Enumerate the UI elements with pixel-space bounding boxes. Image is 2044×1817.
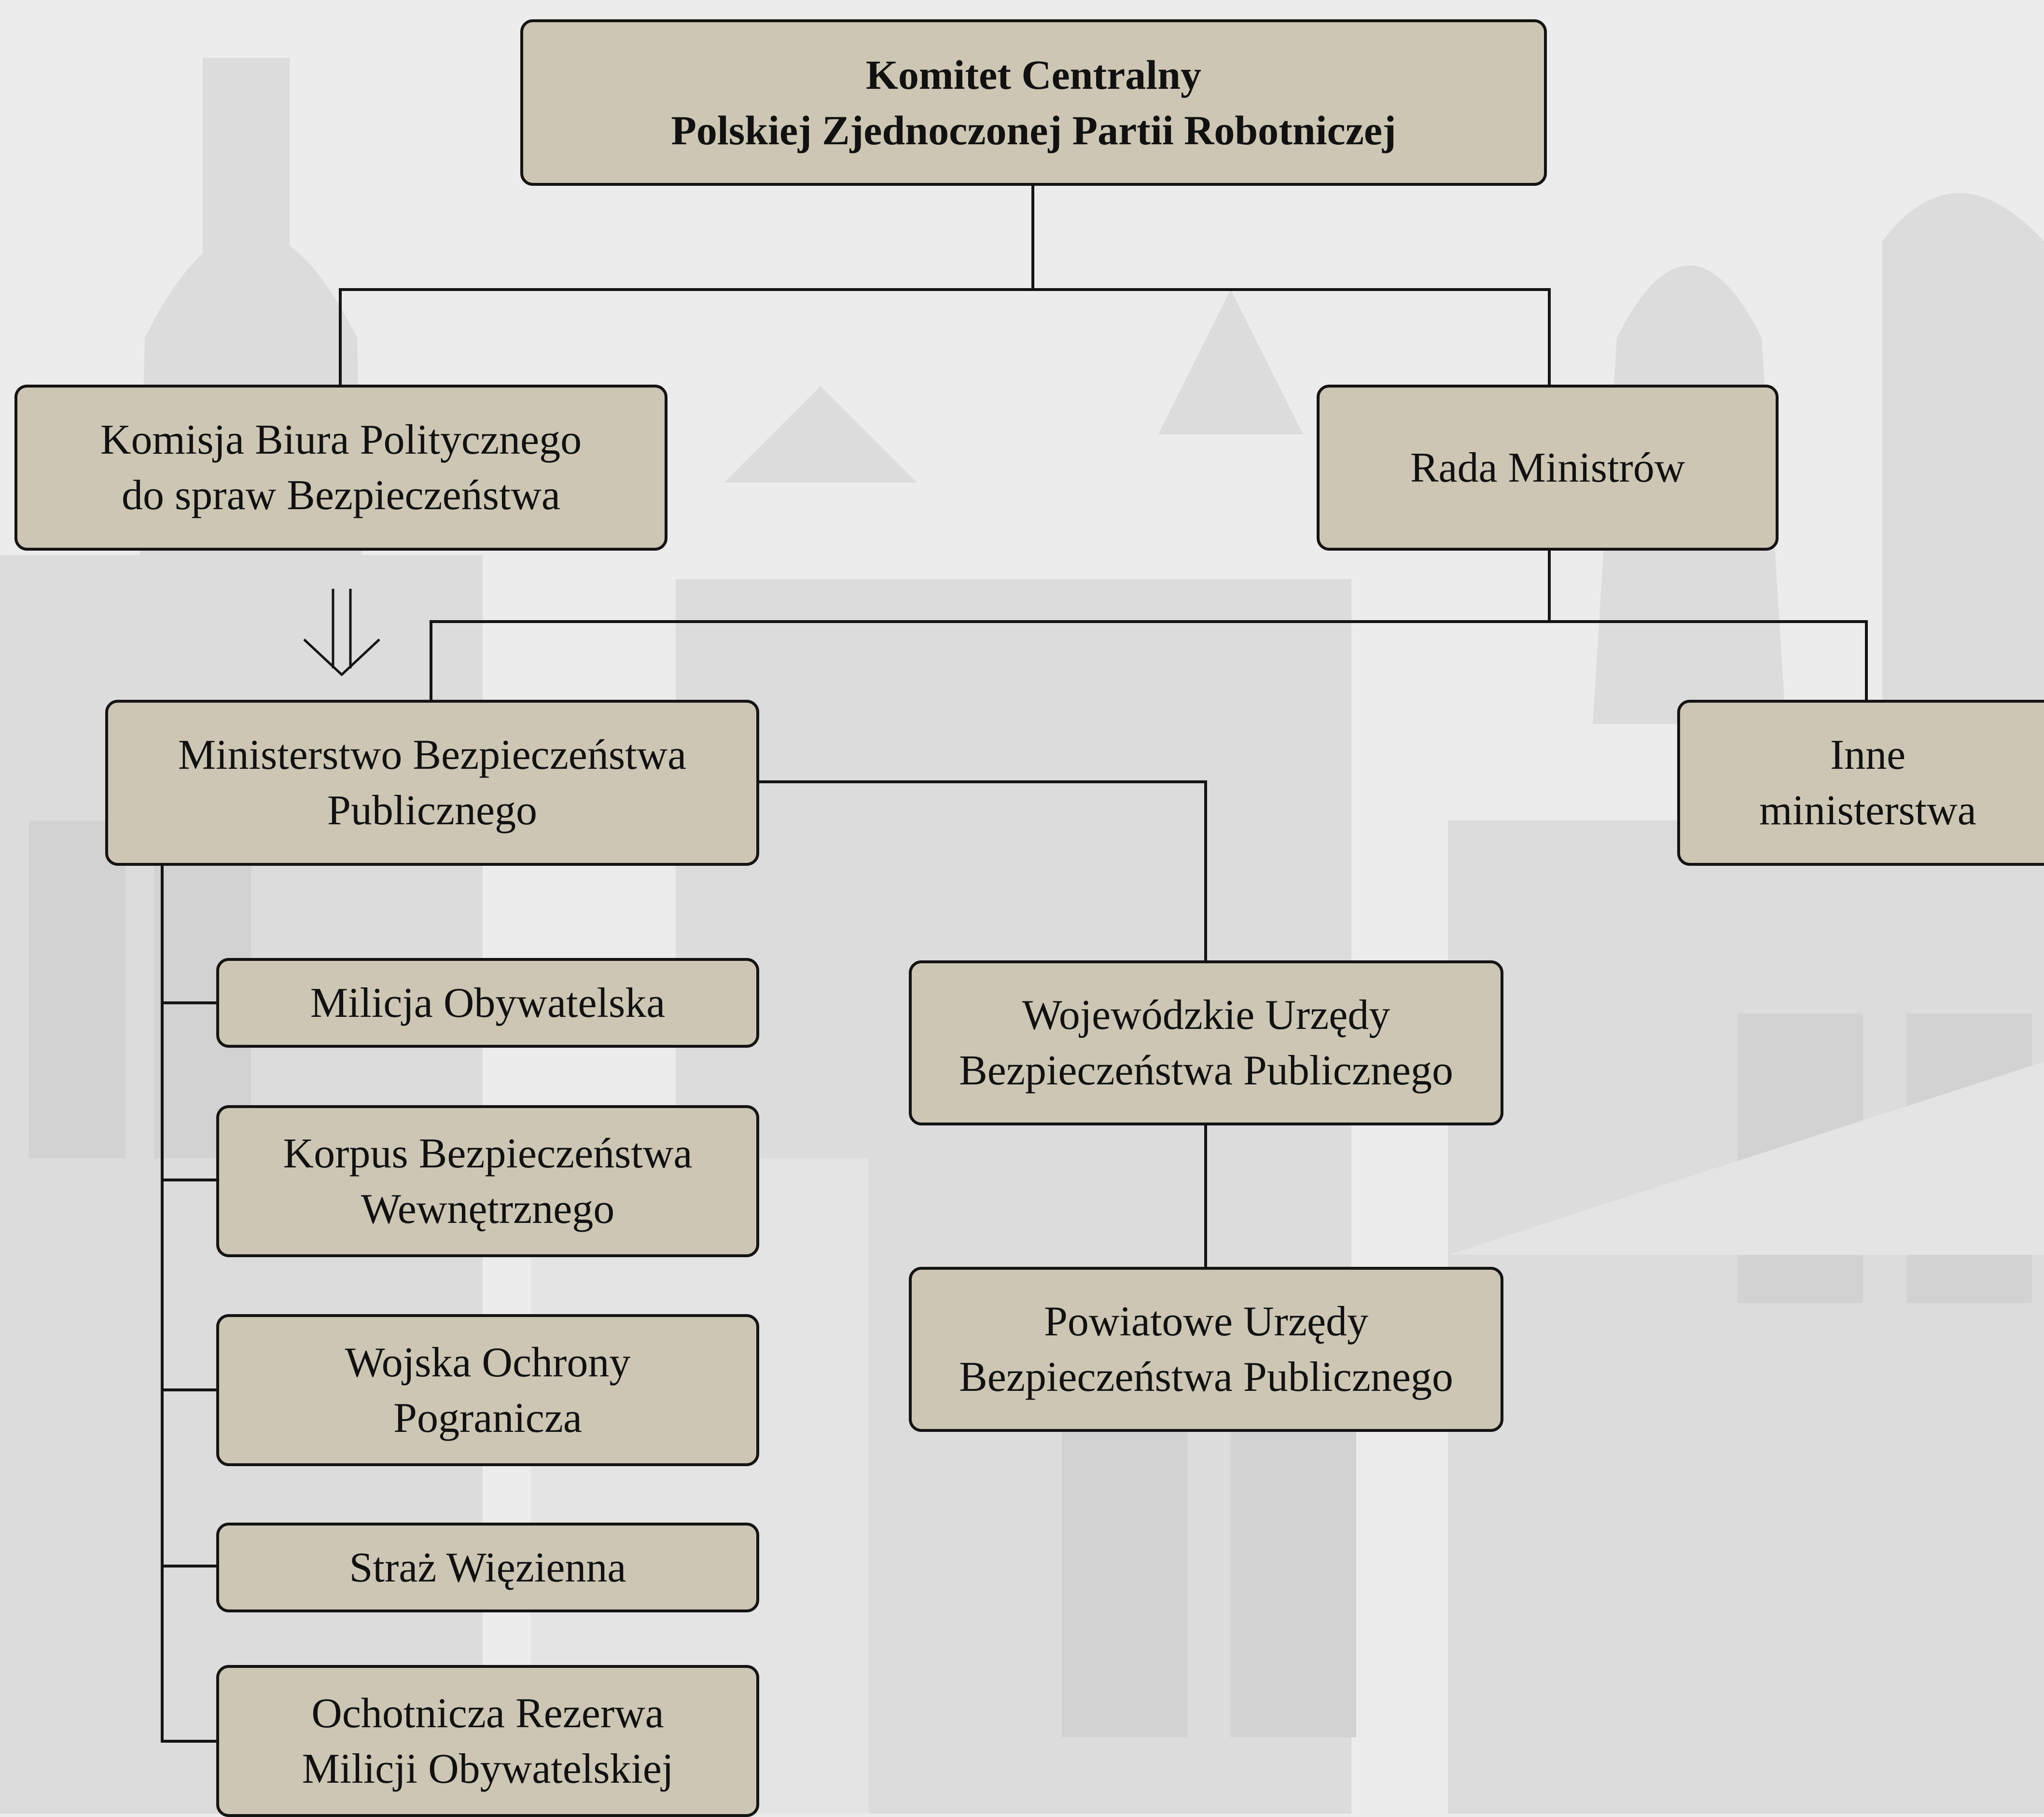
node-label-line: Polskiej Zjednoczonej Partii Robotniczej xyxy=(671,107,1396,153)
node-label-line: Publicznego xyxy=(327,787,537,834)
node-label-line: Ministerstwo Bezpieczeństwa xyxy=(178,732,687,778)
node-label-line: do spraw Bezpieczeństwa xyxy=(122,472,560,519)
node-label-line: Milicja Obywatelska xyxy=(310,979,666,1026)
node-label-line: Pogranicza xyxy=(393,1394,582,1442)
node-label-line: ministerstwa xyxy=(1759,787,1976,834)
node-label-line: Wewnętrznego xyxy=(361,1185,615,1233)
double-arrow-down-icon xyxy=(303,589,380,677)
node-milicja-obywatelska: Milicja Obywatelska xyxy=(216,958,759,1048)
node-inne-ministerstwa: Inne ministerstwa xyxy=(1677,700,2044,866)
node-label-line: Powiatowe Urzędy xyxy=(1043,1298,1368,1345)
node-label-line: Rada Ministrów xyxy=(1410,444,1685,491)
node-straz-wiezienna: Straż Więzienna xyxy=(216,1523,759,1612)
node-label-line: Wojska Ochrony xyxy=(345,1339,631,1386)
node-label-line: Inne xyxy=(1830,732,1906,778)
node-label-line: Komisja Biura Politycznego xyxy=(100,416,582,463)
node-rada-ministrow: Rada Ministrów xyxy=(1317,385,1779,551)
node-label-line: Korpus Bezpieczeństwa xyxy=(283,1130,693,1177)
connector-mbp-to-wojewodzkie xyxy=(758,780,1207,962)
node-label-line: Wojewódzkie Urzędy xyxy=(1022,992,1390,1039)
node-label-line: Milicji Obywatelskiej xyxy=(302,1745,674,1792)
node-label-line: Bezpieczeństwa Publicznego xyxy=(959,1354,1453,1401)
node-label-line: Ochotnicza Rezerwa xyxy=(311,1690,664,1737)
node-label-line: Straż Więzienna xyxy=(349,1544,626,1591)
node-komisja-biura-politycznego: Komisja Biura Politycznego do spraw Bezpi… xyxy=(14,385,667,551)
node-label-line: Komitet Centralny xyxy=(865,51,1201,98)
node-label-line: Bezpieczeństwa Publicznego xyxy=(959,1047,1453,1094)
